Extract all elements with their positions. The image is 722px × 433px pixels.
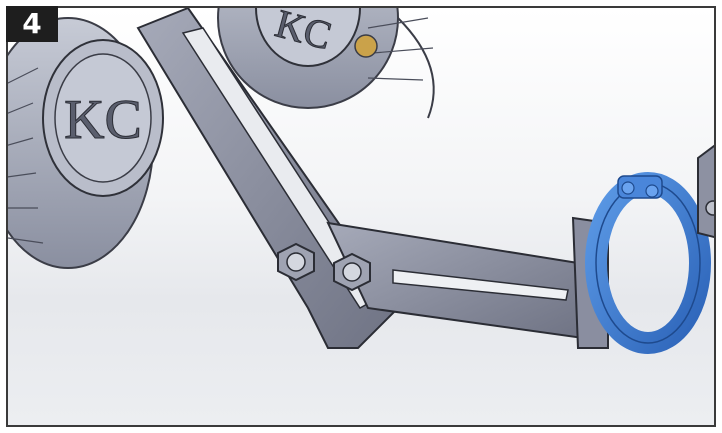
bolt-icon <box>277 242 315 282</box>
roll-bar-edge <box>697 144 714 239</box>
kc-logo: KC <box>64 89 142 151</box>
light-housing-left <box>8 17 164 269</box>
bolt-icon <box>333 252 371 292</box>
step-number-badge: 4 <box>6 6 58 42</box>
illustration-frame: KC KC <box>6 6 716 427</box>
light-housing-top <box>217 8 435 119</box>
assembly-illustration: KC KC <box>8 8 714 354</box>
screw-icon <box>354 34 378 58</box>
blue-pipe-clamp <box>585 172 711 354</box>
